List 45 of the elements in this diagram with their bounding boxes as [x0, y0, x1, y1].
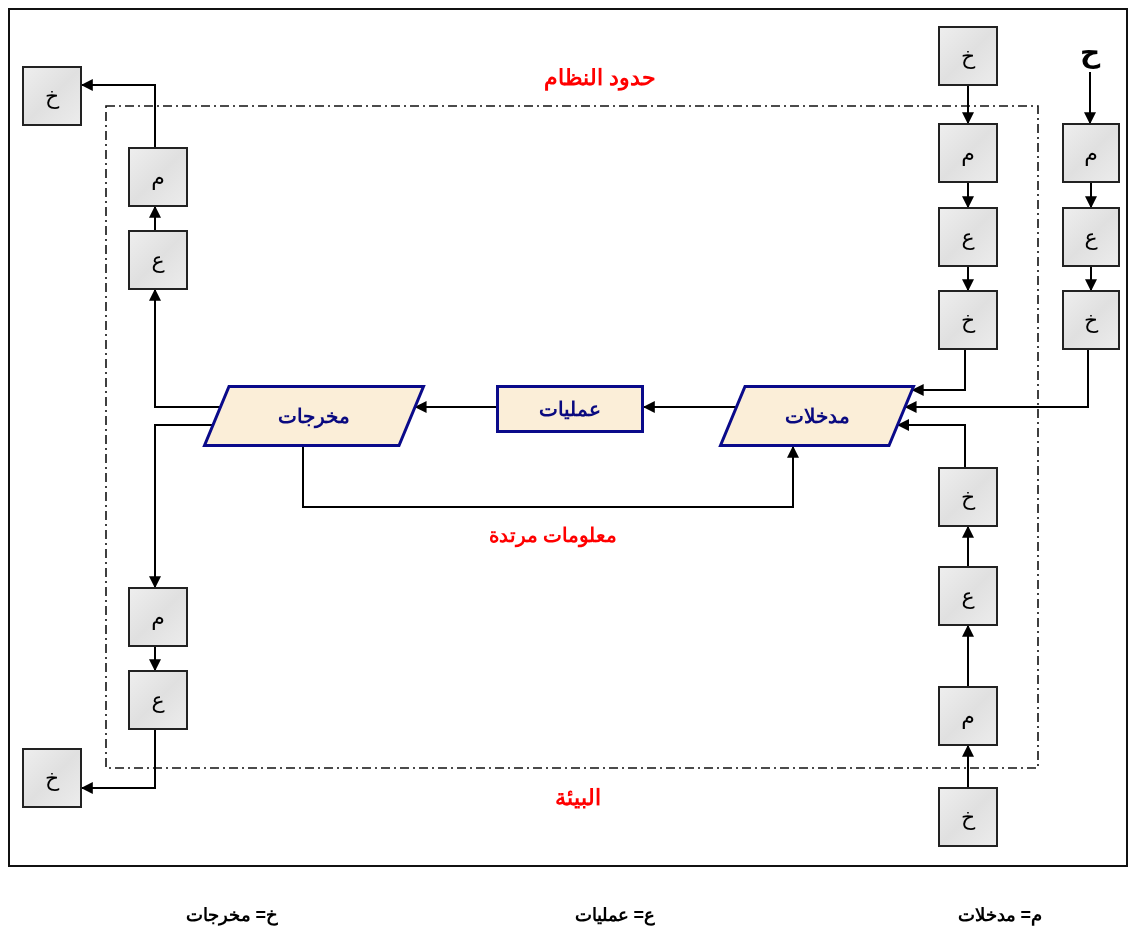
letter-box: خ — [938, 787, 998, 847]
letter-box: ع — [938, 207, 998, 267]
letter-box: ع — [128, 670, 188, 730]
letter-box: م — [128, 147, 188, 207]
letter-box: خ — [938, 26, 998, 86]
arrow — [962, 744, 974, 788]
io-parallelogram: مخرجات — [203, 385, 425, 447]
arrow — [962, 182, 974, 209]
letter-box: خ — [938, 290, 998, 350]
letter-box: م — [128, 587, 188, 647]
arrow — [302, 445, 799, 508]
process-box: عمليات — [496, 385, 644, 433]
arrow — [642, 401, 737, 413]
io-parallelogram: مدخلات — [719, 385, 915, 447]
key-text: خ= مخرجات — [185, 904, 278, 926]
letter-box: م — [938, 686, 998, 746]
key-text: ع= عمليات — [574, 904, 655, 926]
letter-box: ع — [128, 230, 188, 290]
arrow — [904, 349, 1089, 413]
letter-box: خ — [22, 748, 82, 808]
key-text: م= مدخلات — [957, 904, 1042, 926]
input-letter: ح — [1070, 32, 1110, 72]
arrow — [1085, 182, 1097, 209]
arrow — [149, 646, 161, 672]
letter-box: م — [1062, 123, 1120, 183]
arrow — [962, 525, 974, 567]
arrow — [1085, 266, 1097, 292]
environment-label: البيئة — [555, 785, 601, 811]
arrow — [149, 205, 161, 231]
letter-box: خ — [1062, 290, 1120, 350]
letter-box: ع — [938, 566, 998, 626]
letter-box: خ — [22, 66, 82, 126]
letter-box: ع — [1062, 207, 1120, 267]
letter-box: م — [938, 123, 998, 183]
edge-label: معلومات مرتدة — [488, 523, 618, 547]
boundary-label: حدود النظام — [544, 65, 657, 91]
arrow — [962, 624, 974, 687]
arrow — [1084, 71, 1096, 125]
arrow — [897, 419, 966, 468]
letter-box: خ — [938, 467, 998, 527]
arrow — [962, 266, 974, 292]
arrow — [962, 85, 974, 125]
arrow — [414, 401, 497, 413]
arrow — [149, 288, 221, 408]
arrow — [911, 349, 966, 396]
